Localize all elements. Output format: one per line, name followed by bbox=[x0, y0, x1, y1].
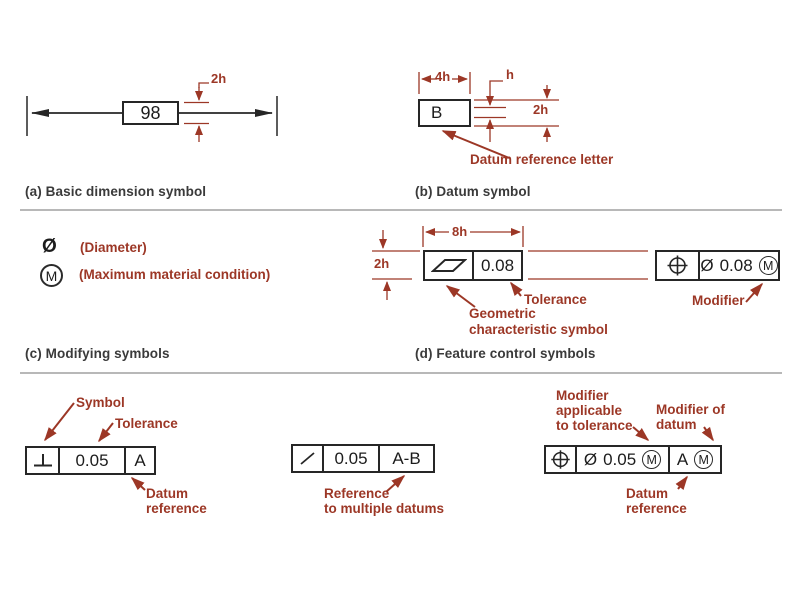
caption-b: (b) Datum symbol bbox=[415, 184, 531, 199]
mmc-modifier-icon: M bbox=[694, 450, 714, 469]
tolerance-modifier-cell: Ø 0.08 M bbox=[698, 252, 778, 279]
divider-bottom bbox=[20, 372, 782, 374]
datum-letter: B bbox=[431, 103, 443, 122]
diameter-symbol-icon: Ø bbox=[42, 236, 57, 257]
caption-d: (d) Feature control symbols bbox=[415, 346, 596, 361]
datum-reference-cell: A bbox=[124, 448, 154, 473]
datum-reference: A bbox=[676, 449, 689, 469]
perpendicularity-symbol-cell bbox=[27, 448, 58, 473]
datum-reference-cell: A-B bbox=[378, 446, 433, 471]
position-symbol-cell bbox=[546, 447, 575, 472]
parallelism-symbol-icon bbox=[430, 259, 467, 272]
tolerance-value-cell: 0.05 bbox=[58, 448, 124, 473]
dim-label-2h-a: 2h bbox=[211, 71, 227, 86]
mmc-label: (Maximum material condition) bbox=[79, 267, 271, 282]
diameter-glyph: Ø bbox=[700, 255, 714, 275]
perpendicularity-symbol-icon bbox=[33, 454, 52, 467]
dim-label-8h: 8h bbox=[452, 224, 468, 239]
callout-modifier: Modifier bbox=[692, 293, 745, 308]
diameter-glyph: Ø bbox=[583, 449, 598, 469]
callout-modifier-datum: Modifier of datum bbox=[656, 402, 725, 432]
dim-label-4h: 4h bbox=[435, 69, 451, 84]
mmc-modifier-icon: M bbox=[642, 450, 662, 469]
dim-label-2h-b: 2h bbox=[533, 102, 549, 117]
position-symbol-icon bbox=[551, 450, 570, 469]
tolerance-modifier-cell: Ø 0.05 M bbox=[575, 447, 668, 472]
caption-a: (a) Basic dimension symbol bbox=[25, 184, 207, 199]
tolerance-value-cell: 0.05 bbox=[322, 446, 378, 471]
parallelism-symbol-cell bbox=[425, 252, 472, 279]
tolerance-value: 0.05 bbox=[603, 449, 637, 469]
feature-control-frame-left: 0.08 bbox=[423, 250, 523, 281]
callout-datum-reference-e1: Datum reference bbox=[146, 486, 207, 516]
dim-label-h: h bbox=[506, 67, 514, 82]
perpendicularity-frame: 0.05 A bbox=[25, 446, 156, 475]
callout-datum-reference-letter: Datum reference letter bbox=[470, 152, 614, 167]
divider-top bbox=[20, 209, 782, 211]
callout-tolerance-e1: Tolerance bbox=[115, 416, 178, 431]
basic-dimension-value: 98 bbox=[140, 102, 161, 123]
callout-datum-reference-e3: Datum reference bbox=[626, 486, 687, 516]
slash-symbol-cell bbox=[293, 446, 322, 471]
callout-multiple-datums: Reference to multiple datums bbox=[324, 486, 445, 516]
diameter-label: (Diameter) bbox=[80, 240, 147, 255]
callout-geometric-symbol: Geometric characteristic symbol bbox=[469, 306, 608, 337]
tolerance-value: 0.08 bbox=[719, 255, 753, 275]
mmc-modifier-icon: M bbox=[758, 256, 778, 275]
position-symbol-cell bbox=[657, 252, 698, 279]
position-symbol-icon bbox=[667, 255, 688, 276]
dim-label-2h-d: 2h bbox=[374, 256, 390, 271]
callout-symbol: Symbol bbox=[76, 395, 125, 410]
datum-symbol-box: B bbox=[418, 99, 471, 127]
callout-tolerance-d: Tolerance bbox=[524, 292, 587, 307]
mmc-symbol-icon: M bbox=[40, 264, 63, 287]
feature-control-frame-right: Ø 0.08 M bbox=[655, 250, 780, 281]
callout-modifier-tolerance: Modifier applicable to tolerance bbox=[556, 388, 633, 433]
caption-c: (c) Modifying symbols bbox=[25, 346, 170, 361]
basic-dimension-2h-marks bbox=[184, 82, 209, 142]
tolerance-value-cell: 0.08 bbox=[472, 252, 521, 279]
basic-dimension-box: 98 bbox=[122, 101, 179, 125]
datum-modifier-cell: A M bbox=[668, 447, 720, 472]
multiple-datum-frame: 0.05 A-B bbox=[291, 444, 435, 473]
position-tolerance-frame: Ø 0.05 M A M bbox=[544, 445, 722, 474]
slash-symbol-icon bbox=[300, 452, 315, 465]
